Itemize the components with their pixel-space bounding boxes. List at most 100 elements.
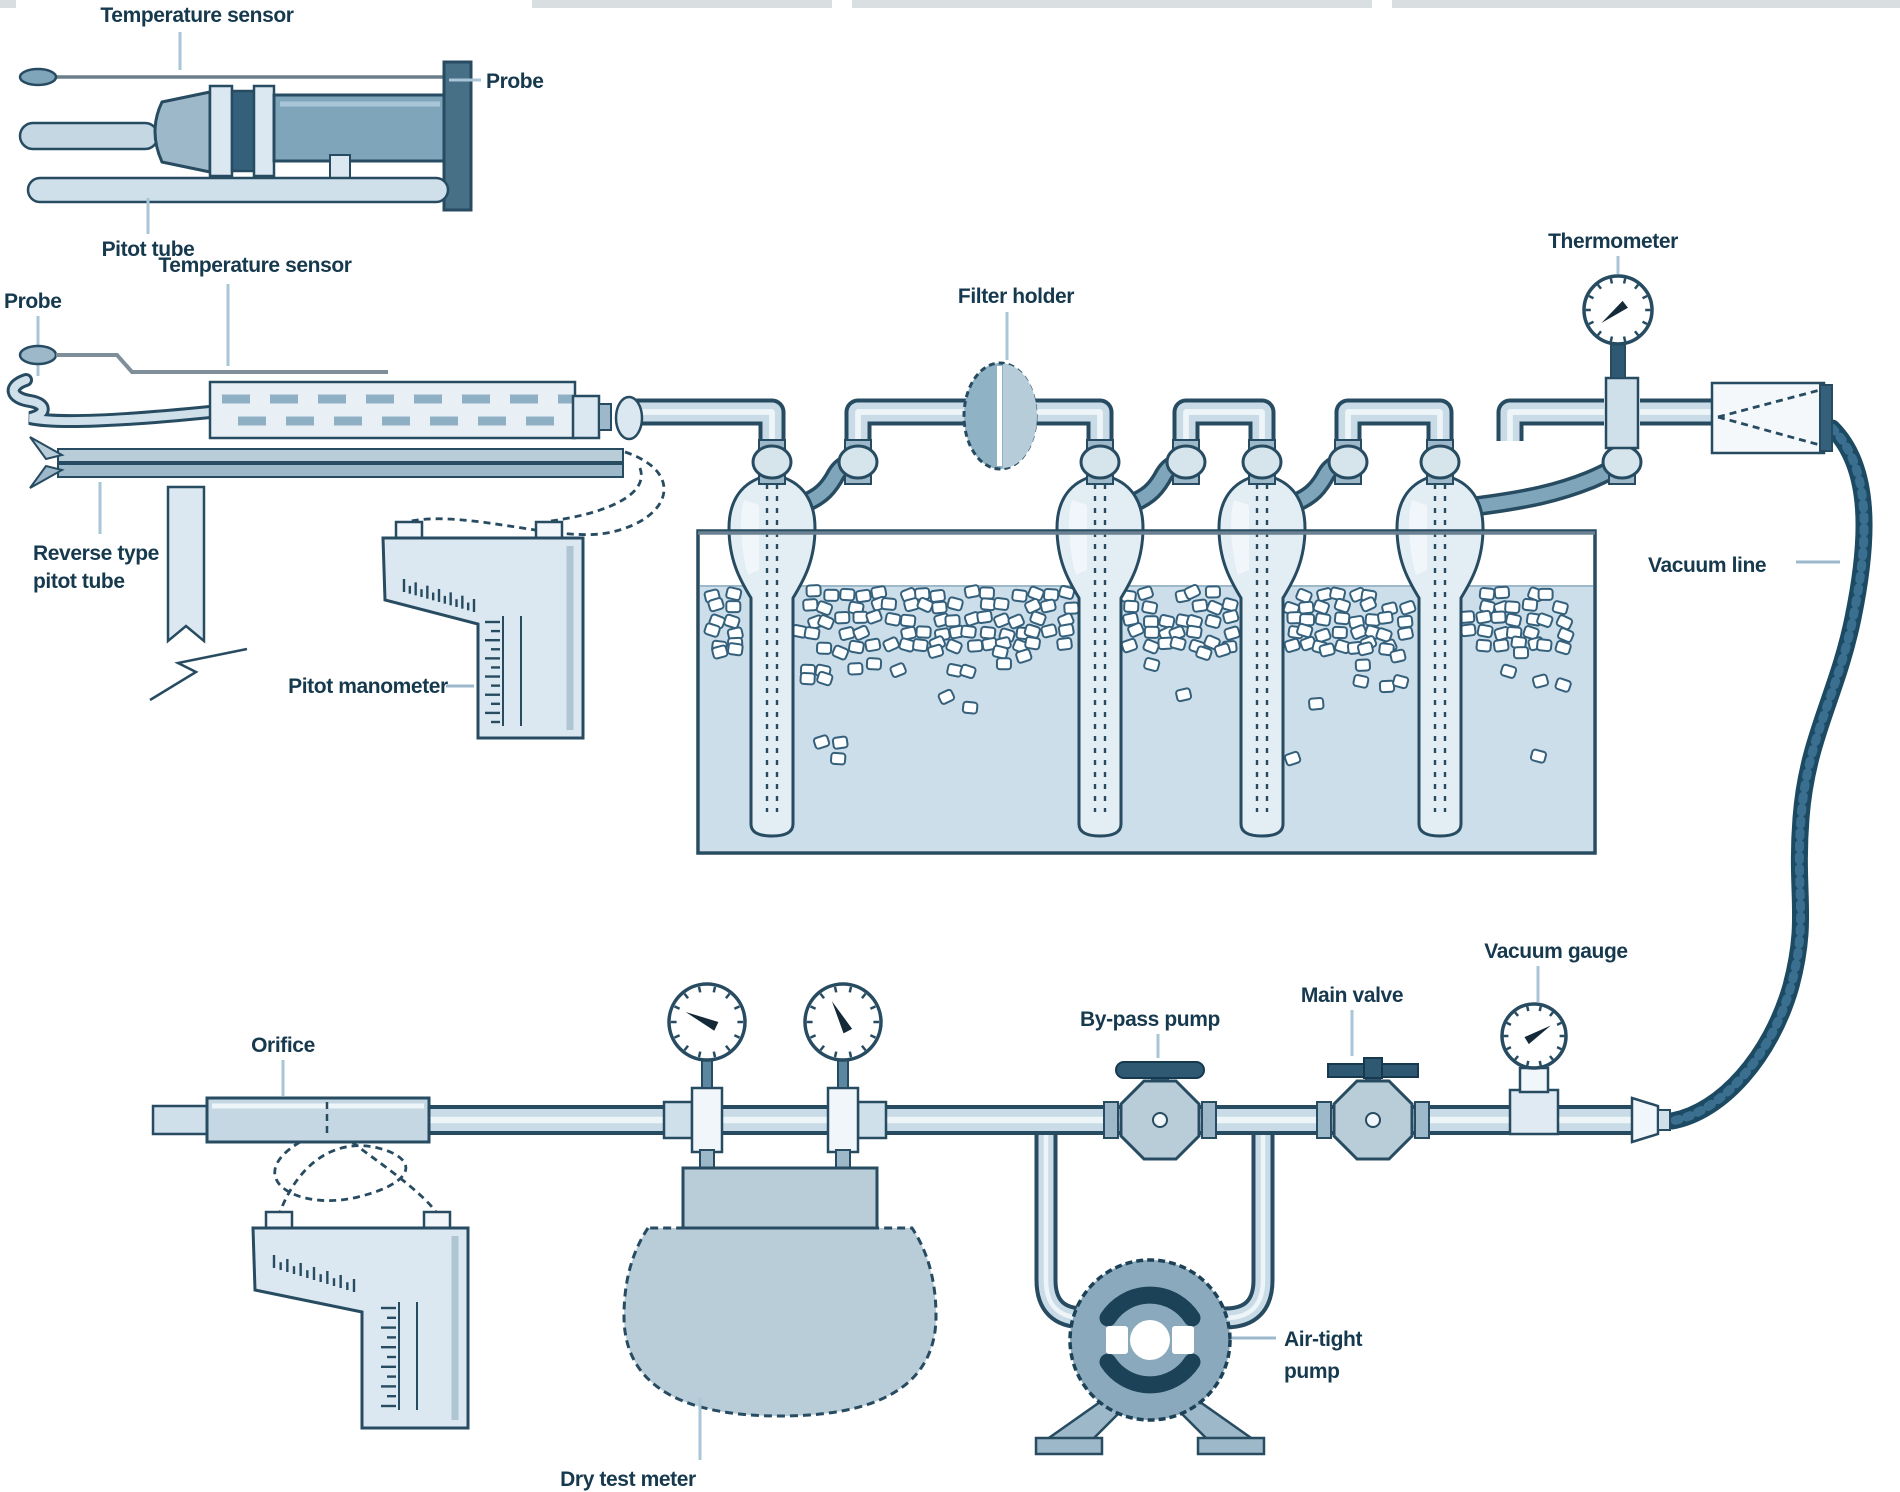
- ice-cube: [812, 734, 831, 750]
- ice-cube: [1557, 627, 1575, 643]
- ice-cube: [1039, 598, 1057, 614]
- pipe-impinger2-to-3-highlight: [1183, 409, 1265, 441]
- ice-cube: [927, 643, 945, 659]
- label-filter-holder: Filter holder: [958, 285, 1074, 308]
- thermometer-tee: [1604, 376, 1640, 450]
- pump-port-left: [1106, 1326, 1128, 1354]
- ice-cube: [1169, 635, 1187, 651]
- ice-cube: [707, 597, 725, 613]
- ice-cube: [912, 638, 929, 653]
- ice-cube: [1554, 640, 1572, 656]
- gauge-tick: [1633, 330, 1640, 337]
- ice-cube: [1493, 585, 1511, 600]
- impinger-sheen: [1409, 500, 1427, 575]
- ice-cube: [1536, 612, 1554, 628]
- label-temperature-sensor-stack: Temperature sensor: [158, 254, 351, 277]
- label-vacuum-line: Vacuum line: [1648, 554, 1766, 577]
- ice-cube: [1529, 748, 1547, 764]
- ice-cube: [723, 613, 741, 630]
- gauge-tick: [683, 1044, 690, 1052]
- ice-cube: [1007, 613, 1025, 630]
- ice-cube: [1459, 623, 1477, 638]
- union-ring-right: [252, 84, 276, 178]
- gauge-tick: [833, 986, 838, 993]
- vacuum-tee-top: [1518, 1066, 1550, 1094]
- ice-cube: [1314, 627, 1332, 644]
- meter-dome: [622, 1226, 938, 1418]
- ice-cube: [1396, 614, 1414, 629]
- ice-cube: [1354, 658, 1371, 672]
- gauge-tick: [1538, 1006, 1542, 1012]
- joint-ball: [1327, 444, 1369, 480]
- gauge-tee-2: [826, 1086, 860, 1154]
- ice-cube: [1185, 624, 1203, 640]
- gauge-tick: [697, 986, 702, 993]
- joint-ball: [837, 444, 879, 480]
- gauge-needle: [831, 1001, 853, 1034]
- ice-cube: [931, 600, 948, 615]
- gauge-tick: [1548, 1055, 1554, 1061]
- pipe-impinger4-to-tee-highlight: [1507, 409, 1604, 441]
- ice-cube: [1389, 648, 1407, 664]
- ice-cube: [1143, 615, 1160, 629]
- label-temperature-sensor-top: Temperature sensor: [100, 4, 293, 27]
- ice-cube: [1531, 673, 1549, 689]
- impinger-bodies: [727, 475, 1485, 838]
- ice-cube: [1333, 611, 1351, 626]
- gauge-tick: [869, 1005, 877, 1010]
- gauge-tick: [1641, 320, 1648, 326]
- thermometer-stem: [1610, 343, 1626, 379]
- ice-cube: [1537, 587, 1554, 601]
- ball-joint: [1327, 439, 1369, 485]
- orifice-tube-b: [351, 1140, 438, 1213]
- filter-plate: [997, 366, 1002, 466]
- ice-cube: [1554, 677, 1572, 693]
- ice-cube: [1213, 642, 1232, 658]
- gauge1-stem: [701, 1059, 713, 1089]
- meter-gauge-1: [667, 982, 747, 1062]
- inlet-stub: [151, 1104, 211, 1136]
- ice-cube: [852, 610, 869, 624]
- ice-cube: [1063, 601, 1080, 615]
- ice-cube: [1296, 622, 1314, 639]
- mano1-body: [381, 536, 585, 740]
- joint-ball: [1601, 444, 1643, 480]
- label-vacuum-gauge: Vacuum gauge: [1484, 940, 1627, 963]
- reverse-pitot-upper: [57, 448, 624, 463]
- probe-sheath: [208, 380, 577, 440]
- label-probe-top: Probe: [486, 70, 544, 93]
- stack-sensor-tip: [18, 344, 58, 366]
- ice-cube: [817, 614, 835, 630]
- ice-cube: [1056, 636, 1073, 651]
- stack-sensor-rod: [56, 353, 388, 374]
- ice-cube: [1375, 627, 1393, 643]
- gauge-tick: [819, 1044, 826, 1052]
- filter-holder: Filter holder: [958, 285, 1075, 471]
- adapter-cone-top: [1717, 388, 1821, 419]
- gauge-tick: [809, 1005, 817, 1010]
- probe-end-cap: [442, 60, 473, 212]
- gauge-tick: [724, 1044, 731, 1052]
- ice-cube: [1195, 645, 1213, 661]
- mano1-scale: [402, 579, 500, 724]
- gauge-tick: [809, 1034, 817, 1039]
- mano1-nipple-left: [394, 520, 424, 540]
- gauge-tick: [673, 1034, 681, 1039]
- ice-cube: [899, 613, 917, 628]
- meter-gauge-2: [803, 982, 883, 1062]
- gauge-tick: [1556, 1021, 1562, 1027]
- joint-ball: [1079, 444, 1121, 480]
- ice-cube: [1475, 638, 1492, 653]
- ice-cube: [815, 600, 834, 616]
- pitot-tube-detail: [26, 176, 450, 204]
- gauge-tick: [1609, 336, 1614, 342]
- ice-cube: [1504, 600, 1521, 614]
- ice-cube: [1505, 612, 1522, 628]
- impinger: [727, 475, 817, 838]
- adapter-cone-bottom: [1717, 415, 1821, 447]
- gauge-tick: [1506, 1021, 1512, 1027]
- gauge-tick: [1514, 1011, 1520, 1017]
- gauge-tick: [1548, 1011, 1554, 1017]
- scan-artifact-strip: [0, 0, 1900, 8]
- ice-cube: [966, 639, 984, 653]
